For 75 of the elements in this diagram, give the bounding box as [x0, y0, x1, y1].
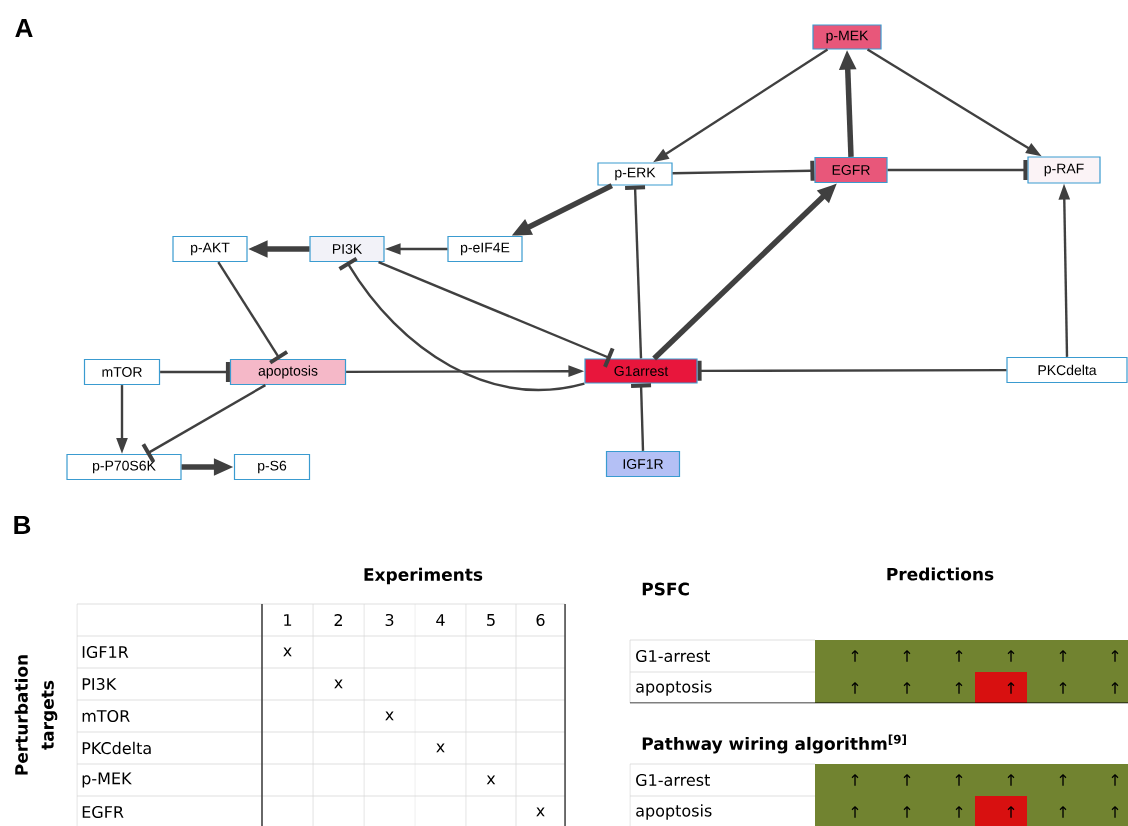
up-arrow: ↑: [955, 774, 963, 786]
pathway-node: p-RAF: [1027, 156, 1101, 184]
up-arrow: ↑: [1007, 774, 1015, 786]
up-arrow: ↑: [1111, 774, 1119, 786]
up-arrow: ↑: [955, 806, 963, 818]
pathway-node: p-AKT: [172, 235, 248, 263]
up-arrow: ↑: [851, 806, 859, 818]
up-arrow: ↑: [1007, 650, 1015, 662]
up-arrow: ↑: [955, 650, 963, 662]
pathway-node: p-MEK: [812, 24, 882, 50]
row-label: G1-arrest: [636, 649, 710, 663]
column-header: 3: [385, 613, 394, 627]
inhibition-edge: [378, 261, 615, 368]
inhibition-edge: [887, 160, 1028, 180]
inhibition-edge: [672, 160, 815, 181]
cross-mark: x: [385, 711, 394, 721]
inhibition-edge: [625, 185, 646, 359]
row-label: G1-arrest: [636, 773, 710, 787]
inhibition-edge: [160, 362, 230, 382]
up-arrow: ↑: [851, 682, 859, 694]
pathway-node: p-eIF4E: [447, 235, 523, 263]
column-header: 6: [536, 613, 545, 627]
up-arrow: ↑: [1111, 806, 1119, 818]
up-arrow: ↑: [903, 682, 911, 694]
cross-mark: x: [283, 647, 292, 657]
pathway-node: EGFR: [814, 156, 888, 184]
up-arrow: ↑: [1007, 682, 1015, 694]
up-arrow: ↑: [903, 650, 911, 662]
table-heading: PSFC: [642, 582, 689, 596]
cross-mark: x: [536, 807, 545, 817]
up-arrow: ↑: [1111, 682, 1119, 694]
up-arrow: ↑: [955, 682, 963, 694]
up-arrow: ↑: [1059, 774, 1067, 786]
row-label: PKCdelta: [82, 741, 151, 755]
row-label: apoptosis: [636, 680, 712, 696]
up-arrow: ↑: [851, 774, 859, 786]
column-header: 4: [436, 614, 445, 626]
up-arrow: ↑: [1007, 806, 1015, 818]
row-label: IGF1R: [82, 645, 129, 659]
inhibition-edge: [141, 384, 266, 463]
row-label: apoptosis: [636, 804, 712, 820]
inhibition-edge: [697, 360, 1007, 381]
table-heading: Predictions: [887, 567, 994, 581]
up-arrow: ↑: [903, 806, 911, 818]
pathway-node: p-S6: [233, 453, 311, 481]
pathway-node: IGF1R: [605, 450, 681, 478]
axis-title: Perturbation targets: [14, 655, 58, 775]
table-heading: Pathway wiring algorithm$^{[9]}$: [642, 734, 906, 754]
up-arrow: ↑: [1059, 650, 1067, 662]
up-arrow: ↑: [1059, 806, 1067, 818]
up-arrow: ↑: [1059, 682, 1067, 694]
pathway-node: mTOR: [83, 358, 161, 386]
cross-mark: x: [436, 743, 445, 753]
pathway-node: PKCdelta: [1006, 356, 1128, 384]
inhibition-edge: [631, 383, 652, 451]
row-label: p-MEK: [82, 772, 132, 788]
pathway-node: PI3K: [309, 235, 385, 263]
column-header: 2: [334, 614, 342, 626]
pathway-node: p-P70S6K: [66, 453, 182, 481]
table-heading: Experiments: [364, 567, 483, 585]
column-header: 1: [284, 614, 292, 626]
cross-mark: x: [334, 679, 343, 689]
pathway-node: apoptosis: [229, 358, 347, 386]
up-arrow: ↑: [851, 650, 859, 662]
row-label: mTOR: [82, 709, 130, 723]
panel-label: A: [15, 19, 33, 37]
up-arrow: ↑: [1111, 650, 1119, 662]
up-arrow: ↑: [903, 774, 911, 786]
pathway-node: p-ERK: [597, 162, 673, 186]
cross-mark: x: [486, 775, 496, 785]
pathway-node: G1arrest: [584, 358, 698, 384]
column-header: 5: [487, 614, 495, 626]
row-label: PI3K: [82, 677, 117, 691]
panel-label: B: [14, 516, 31, 534]
row-label: EGFR: [82, 805, 124, 819]
